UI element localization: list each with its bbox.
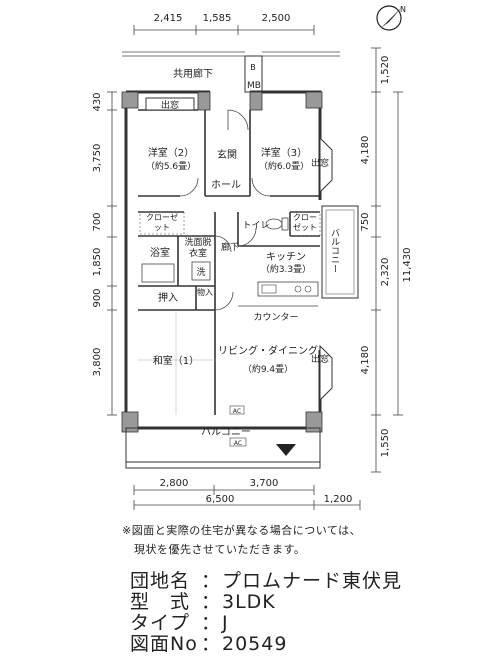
western2-size: （約5.6畳） — [146, 160, 196, 172]
window-right-2-label: 出窓 — [311, 353, 329, 365]
dim-right-total: 11,430 — [402, 248, 413, 283]
bay-window-top — [145, 97, 195, 111]
info-value-type: 3LDK — [222, 591, 276, 613]
side-window-2 — [319, 344, 333, 402]
structural-columns — [121, 91, 323, 433]
bath-label: 浴室 — [150, 246, 170, 259]
living-label: リビング・ダイニング — [218, 344, 318, 357]
dim-right-4: 2,320 — [380, 258, 391, 287]
side-balcony-text: バルコニー — [329, 228, 339, 273]
stove-icon — [294, 285, 312, 293]
info-value-number: 20549 — [222, 633, 288, 655]
disclaimer-note: ※図面と実際の住宅が異なる場合については、 現状を優先させていただきます。 — [122, 522, 361, 557]
closet-2: クローゼット — [289, 211, 321, 237]
balcony — [125, 427, 321, 469]
toilet-label: トイレ — [242, 221, 269, 231]
kitchen-label: キッチン — [266, 251, 306, 263]
top-dimension-line — [133, 25, 315, 35]
info-row-type: 型 式：3LDK — [130, 587, 276, 614]
dim-top-3: 2,500 — [262, 13, 291, 24]
dim-right-3: 750 — [360, 212, 371, 231]
wash-label: 洗 — [196, 266, 205, 278]
dim-left-6: 3,800 — [92, 348, 103, 377]
hall-label: ホール — [211, 179, 241, 191]
ac-unit-2 — [229, 437, 247, 447]
floor-plan: N 2,415 1,585 2,500 430 3,750 700 1,850 … — [92, 5, 413, 510]
washroom: 洗面脱衣室 — [184, 238, 211, 259]
dim-left-1: 430 — [92, 92, 103, 111]
closet-1: クローゼット — [139, 211, 185, 235]
kitchen-counter — [257, 281, 319, 297]
info-value-name: プロムナード東伏見 — [222, 570, 403, 592]
western3-label: 洋室（3） — [261, 146, 307, 159]
balcony-label: バルコニー — [201, 426, 251, 438]
washing-machine — [191, 261, 211, 281]
disclaimer-line-2: 現状を優先させていただきます。 — [134, 543, 306, 556]
window-right-1-label: 出窓 — [311, 157, 329, 169]
left-dimension-line — [107, 91, 117, 416]
info-key-name: 団地名 — [130, 570, 191, 592]
living-size: （約9.4畳） — [243, 363, 293, 375]
disclaimer-line-1: ※図面と実際の住宅が異なる場合については、 — [122, 524, 362, 537]
japanese-label: 和室（1） — [153, 354, 199, 367]
entrance-label: 玄関 — [217, 148, 237, 161]
ps-label: B — [250, 63, 256, 72]
info-row-name: 団地名：プロムナード東伏見 — [130, 566, 402, 593]
mb-label: MB — [247, 81, 261, 91]
dim-bottom-3: 6,500 — [206, 494, 235, 505]
toilet-fixture — [265, 217, 289, 231]
dim-bottom-2: 3,700 — [250, 478, 279, 489]
dim-left-4: 1,850 — [92, 248, 103, 277]
dim-top-2: 1,585 — [203, 13, 232, 24]
sink — [261, 284, 277, 294]
ac-unit-1 — [229, 405, 245, 415]
counter-label: カウンター — [253, 312, 298, 323]
dim-left-5: 900 — [92, 288, 103, 307]
info-value-kind: J — [222, 612, 229, 634]
side-window-1 — [319, 136, 333, 194]
info-key-number: 図面No — [130, 633, 198, 655]
info-key-kind: タイプ — [130, 612, 191, 634]
compass-icon: N — [376, 5, 406, 31]
compass-label: N — [400, 5, 406, 14]
western3-size: （約6.0畳） — [259, 160, 309, 172]
kitchen-size: （約3.3畳） — [261, 263, 311, 275]
dim-right-1: 1,520 — [380, 56, 391, 85]
dim-left-3: 700 — [92, 212, 103, 231]
info-key-type: 型 式 — [130, 591, 191, 613]
dim-bottom-1: 2,800 — [160, 478, 189, 489]
bottom-dimension-line — [133, 485, 361, 510]
western2-label: 洋室（2） — [148, 146, 194, 159]
tatami-grid — [138, 310, 215, 415]
oshiire-label: 押入 — [158, 291, 178, 304]
dim-top-1: 2,415 — [154, 13, 183, 24]
ac1-label: AC — [233, 408, 241, 415]
common-corridor-label: 共用廊下 — [173, 67, 213, 80]
right-dimension-line — [371, 47, 403, 473]
dim-bottom-4: 1,200 — [324, 494, 353, 505]
info-row-kind: タイプ：J — [130, 608, 229, 635]
dim-right-5: 4,180 — [360, 346, 371, 375]
dim-left-2: 3,750 — [92, 144, 103, 173]
ac2-label: AC — [234, 440, 242, 447]
bay-window-top-label: 出窓 — [161, 99, 179, 111]
door-swings — [179, 109, 271, 311]
hallway-label: 廊下 — [221, 241, 239, 253]
storage: 物入 — [197, 288, 213, 297]
dim-right-6: 1,550 — [380, 429, 391, 458]
common-corridor-rail — [122, 51, 340, 57]
dim-right-2: 4,180 — [360, 136, 371, 165]
bath-tub — [141, 263, 175, 283]
side-balcony — [321, 205, 359, 299]
info-row-number: 図面No：20549 — [130, 629, 287, 656]
